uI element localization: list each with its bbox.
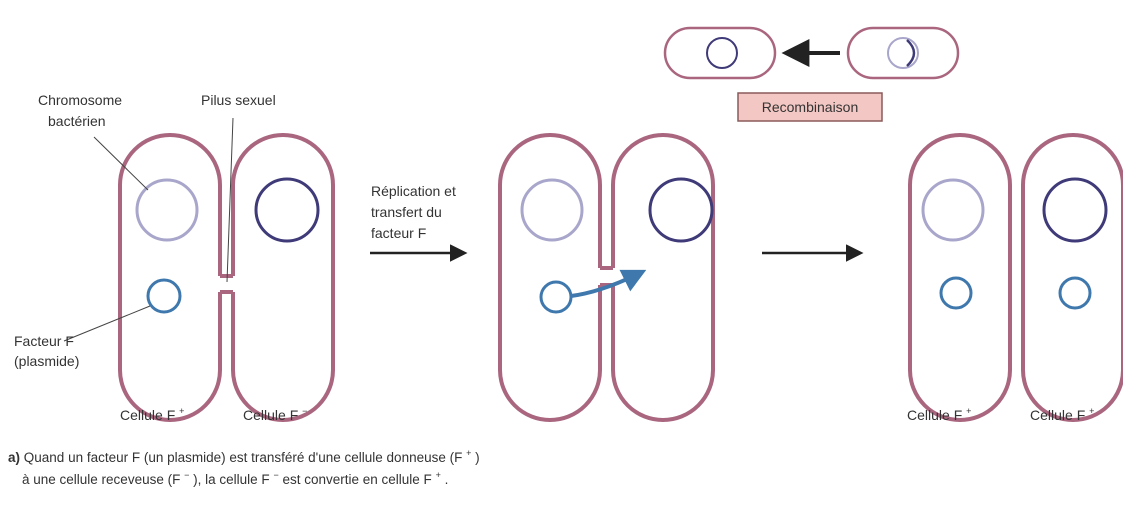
- factor-label: Facteur F (plasmide): [14, 333, 79, 369]
- result-right-chromosome: [1044, 179, 1106, 241]
- recipient-cell-label: Cellule F −: [243, 406, 307, 423]
- recombination-label: Recombinaison: [762, 99, 859, 115]
- caption-line2-c: est convertie en cellule F: [282, 472, 431, 487]
- result-left-chromosome: [923, 180, 983, 240]
- result-right-plasmid: [1060, 278, 1090, 308]
- stage-result: [910, 135, 1123, 420]
- result-right-cell-label-sup: +: [1089, 406, 1094, 416]
- stage-conjugation: [120, 135, 333, 420]
- factor-label-line1: Facteur F: [14, 333, 74, 349]
- transfer-donor-chromosome: [522, 180, 582, 240]
- donor-mini-plasmid-segment: [907, 40, 914, 66]
- caption-line1: a) Quand un facteur F (un plasmide) est …: [8, 444, 480, 465]
- donor-cell-label: Cellule F +: [120, 406, 184, 423]
- caption-line2-end: .: [445, 472, 449, 487]
- donor-cell-label-base: Cellule F: [120, 407, 175, 423]
- caption-line2-c-sup: +: [436, 470, 441, 480]
- recipient-cell-label-sup: −: [302, 406, 307, 416]
- chromosome-label-line2: bactérien: [48, 113, 106, 129]
- recombination-inset: Recombinaison: [665, 28, 958, 121]
- caption-line2: à une cellule receveuse (F − ), la cellu…: [22, 466, 448, 487]
- donor-chromosome: [137, 180, 197, 240]
- caption-line2-a-sup: −: [184, 470, 189, 480]
- transfer-recipient-chromosome: [650, 179, 712, 241]
- caption-marker: a): [8, 450, 20, 465]
- caption-line2-b: ), la cellule F: [193, 472, 270, 487]
- chromosome-label: Chromosome bactérien: [38, 92, 126, 129]
- step-label-line1: Réplication et: [371, 183, 456, 199]
- factor-label-line2: (plasmide): [14, 353, 79, 369]
- caption-line1-text: Quand un facteur F (un plasmide) est tra…: [24, 450, 463, 465]
- recipient-chromosome: [256, 179, 318, 241]
- transfer-donor-membrane: [500, 135, 600, 420]
- result-left-cell-label-base: Cellule F: [907, 407, 962, 423]
- result-left-plasmid: [941, 278, 971, 308]
- result-right-cell-label-base: Cellule F: [1030, 407, 1085, 423]
- recipient-mini-cell: [665, 28, 775, 78]
- result-left-cell-label-sup: +: [966, 406, 971, 416]
- step-label-line3: facteur F: [371, 225, 426, 241]
- result-left-cell-label: Cellule F +: [907, 406, 971, 423]
- caption-line2-a: à une cellule receveuse (F: [22, 472, 180, 487]
- stage-transfer: [500, 135, 713, 420]
- caption-line1-sup: +: [466, 448, 471, 458]
- donor-cell-label-sup: +: [179, 406, 184, 416]
- step-label-line2: transfert du: [371, 204, 442, 220]
- chromosome-label-line1: Chromosome: [38, 92, 122, 108]
- step-label: Réplication et transfert du facteur F: [371, 183, 460, 241]
- transfer-plasmid: [541, 282, 571, 312]
- recipient-mini-chromosome: [707, 38, 737, 68]
- pilus-label: Pilus sexuel: [201, 92, 276, 108]
- result-right-cell-label: Cellule F +: [1030, 406, 1094, 423]
- donor-mini-cell: [848, 28, 958, 78]
- caption-line1-end: ): [475, 450, 480, 465]
- recipient-cell-label-base: Cellule F: [243, 407, 298, 423]
- caption-line2-b-sup: −: [273, 470, 278, 480]
- donor-plasmid: [148, 280, 180, 312]
